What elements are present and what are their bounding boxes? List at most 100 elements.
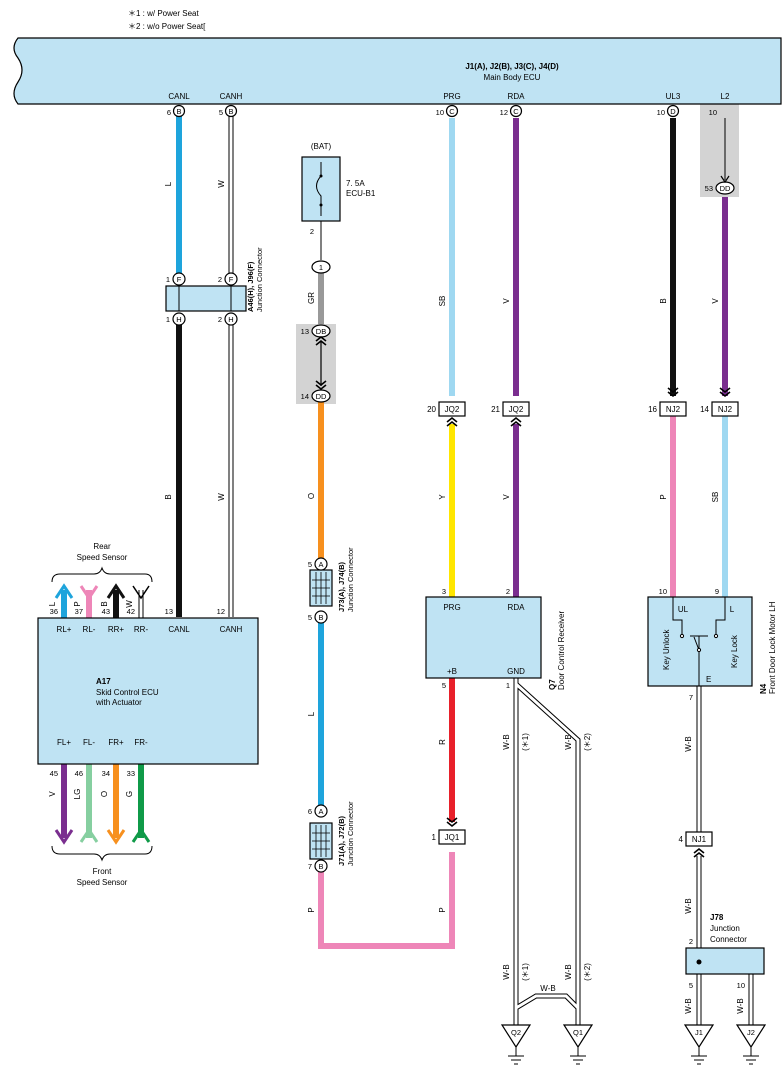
jq2b-name: JQ2 (509, 405, 524, 414)
ground-j1-triangle (683, 1024, 715, 1049)
a46-bot1-num: 1 (166, 315, 170, 324)
q7-pin-gnd: 1 (506, 681, 510, 690)
splice-14-letter: DD (316, 392, 327, 401)
a17-bot-term-pin: 45 (50, 769, 58, 778)
a17-bot-term-pin: 46 (75, 769, 83, 778)
q7-desc: Door Control Receiver (557, 611, 566, 690)
n4-code: N4 (759, 683, 768, 694)
rear-sensor-label2: Speed Sensor (77, 553, 128, 562)
q7-label-rda: RDA (508, 603, 526, 612)
splice-down-chevron (315, 384, 327, 391)
jc-j73-desc: Junction Connector (346, 547, 355, 612)
label-prg-sb: SB (438, 296, 447, 307)
ul3-chevron (667, 391, 679, 398)
jq1-plate (438, 829, 466, 845)
l2-arrow (720, 175, 730, 184)
label-wb1: W-B (502, 734, 511, 749)
q7-pin-prg: 3 (442, 587, 446, 596)
fuse-name: ECU-B1 (346, 189, 376, 198)
n4-box (647, 596, 753, 687)
r-to-jq1-chevron (446, 821, 458, 828)
label-canl-l: L (164, 181, 173, 186)
note-no-power-seat: ＊2 : w/o Power Seat[ (128, 22, 206, 31)
ecu-terminal-badge (445, 104, 459, 118)
q7-box (425, 596, 542, 679)
a46-bot1-letter: H (176, 315, 181, 324)
jc-j73-name: J73(A), J74(B) (337, 561, 346, 612)
ecu-terminal-badge (509, 104, 523, 118)
q7-pin-rda: 2 (506, 587, 510, 596)
a17-top-term-label: RL+ (57, 625, 72, 634)
a46-top2-letter: F (229, 275, 234, 284)
a46-top2-num: 2 (218, 275, 222, 284)
nj2a-pin: 16 (648, 405, 657, 414)
j71-bot-badge (314, 859, 328, 873)
j78-code: J78 (710, 913, 724, 922)
j71-top-letter: A (318, 807, 323, 816)
label-star3: (＊1) (521, 963, 530, 981)
gnd-wires-q7-fill (514, 678, 580, 1025)
ground-j2-label: J2 (747, 1028, 755, 1037)
sensor-braces (51, 566, 153, 862)
a17-bot-term-pin: 34 (102, 769, 110, 778)
n4-label-e: E (706, 675, 711, 684)
a17-bot-term-label: FR- (134, 738, 148, 747)
jq1-pin: 1 (432, 833, 437, 842)
nj1-plate (685, 831, 713, 847)
prg-chevron (446, 416, 458, 423)
a17-code: A17 (96, 677, 111, 686)
ecu-terminal-pin: 5 (219, 108, 223, 117)
j73-top-badge (314, 557, 328, 571)
j73-top-num: 5 (308, 560, 312, 569)
j73-bot-badge (314, 610, 328, 624)
jc-j73-grid (312, 572, 330, 604)
label-prg-y: Y (438, 494, 447, 500)
ground-q1-triangle (562, 1024, 594, 1049)
label-l: L (307, 711, 316, 716)
a46-top2-badge (224, 272, 238, 286)
a17-rear-wire-color: L (48, 601, 57, 606)
splice-1-letter: 1 (319, 263, 323, 272)
label-nj1-wb: W-B (684, 898, 693, 913)
a17-rear-wire-color: B (100, 601, 109, 606)
splice-14-num: 14 (301, 392, 309, 401)
label-ul3-b: B (659, 298, 668, 303)
jq2a-plate (438, 401, 466, 417)
ecu-terminal-pin: 6 (167, 108, 171, 117)
n4-switch (672, 597, 726, 686)
nj1-pin: 4 (679, 835, 684, 844)
main-body-ecu-desc: Main Body ECU (484, 73, 541, 82)
n4-label-ul: UL (678, 605, 689, 614)
label-star4: (＊2) (583, 963, 592, 981)
a46-top1-badge (172, 272, 186, 286)
ecu-terminal-pin: 10 (436, 108, 444, 117)
prg-chevron (446, 420, 458, 427)
label-l2-v: V (711, 298, 720, 304)
label-gr: GR (307, 292, 316, 304)
n4-pin-l: 9 (715, 587, 719, 596)
j71-bot-num: 7 (308, 862, 312, 871)
ecu-terminal-pin: 10 (657, 108, 665, 117)
j71-top-num: 6 (308, 807, 312, 816)
jc-a46-desc: Junction Connector (255, 247, 264, 312)
l2-chevron (719, 391, 731, 398)
n4-pin-ul: 10 (659, 587, 667, 596)
ul3-chevron (667, 387, 679, 394)
ground-q2-triangle (500, 1024, 532, 1049)
rear-sensor-arrows (54, 583, 150, 601)
jq1-name: JQ1 (445, 833, 460, 842)
ground-q2-label: Q2 (511, 1028, 521, 1037)
label-wb4: W-B (564, 964, 573, 979)
jq2b-plate (502, 401, 530, 417)
label-p-jq1: P (438, 907, 447, 912)
label-canh-w: W (217, 180, 226, 188)
a17-rear-wire-color: W (125, 600, 134, 608)
a46-bot2-letter: H (228, 315, 233, 324)
n4-key-lock: Key Lock (730, 634, 739, 668)
q7-label-prg: PRG (443, 603, 460, 612)
a17-bot-term-pin: 33 (127, 769, 135, 778)
j73-bot-num: 5 (308, 613, 312, 622)
j73-bot-letter: B (318, 613, 323, 622)
j71-top-badge (314, 804, 328, 818)
r-to-jq1-chevron (446, 817, 458, 824)
